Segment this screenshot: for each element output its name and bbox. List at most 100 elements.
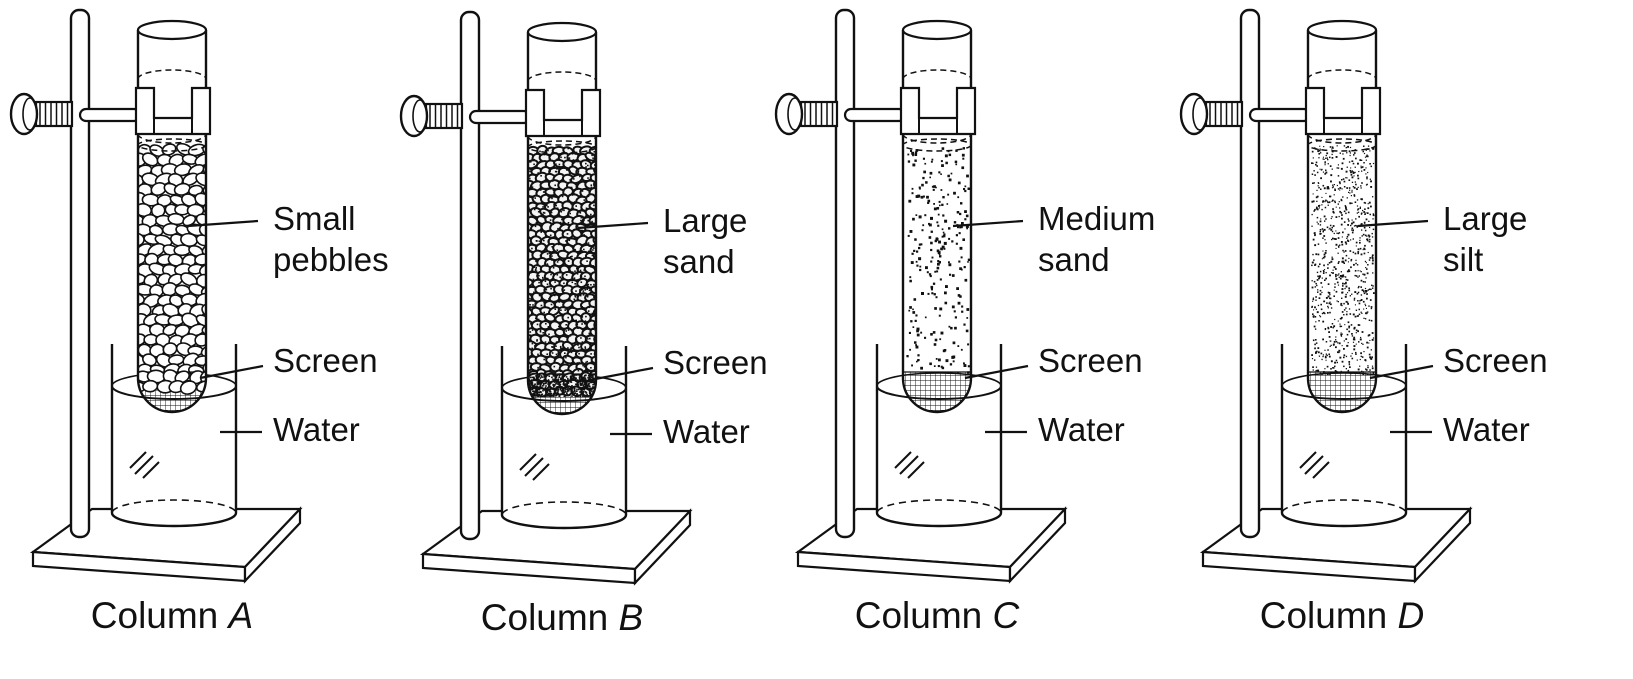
- stand-rod: [1239, 8, 1261, 539]
- beaker: [1280, 344, 1408, 528]
- water-label: Water: [663, 413, 750, 450]
- beaker-bottom-rim: [501, 501, 627, 529]
- glass-glint-2: [134, 455, 154, 475]
- glass-glint-1: [1299, 451, 1317, 469]
- base-plate-side: [633, 508, 692, 586]
- column-caption-letter: C: [993, 595, 1020, 636]
- tube-fill-large-silt: [1308, 138, 1376, 412]
- fill-material-label-line-2: pebbles: [273, 241, 389, 278]
- stand-rod: [69, 8, 91, 539]
- fill-material-label-line-1: Medium: [1038, 200, 1155, 237]
- fill-material-label-line-2: sand: [1038, 241, 1110, 278]
- beaker-body: [875, 344, 1003, 528]
- fill-material-label-line-1: Large: [663, 202, 747, 239]
- tube-fill-medium-sand: [903, 138, 971, 412]
- column-caption-word: Column: [91, 595, 229, 636]
- stand-rod: [834, 8, 856, 539]
- clamp-collar: [899, 86, 977, 136]
- screen-label: Screen: [1443, 342, 1548, 379]
- fill-material-label-line-2: silt: [1443, 241, 1483, 278]
- screen-leader-line: [964, 364, 1029, 380]
- tube-inner-rim: [1307, 69, 1377, 80]
- column-caption-letter: B: [619, 597, 644, 638]
- glass-glint-1: [894, 451, 912, 469]
- column-caption-word: Column: [481, 597, 619, 638]
- beaker-bottom-rim: [111, 499, 237, 527]
- beaker-bottom-rim: [876, 499, 1002, 527]
- column-caption: Column B: [481, 597, 643, 638]
- tube-inner-rim: [137, 69, 207, 80]
- beaker: [875, 344, 1003, 528]
- glass-glint-3: [532, 463, 550, 481]
- base-plate-side: [1413, 506, 1472, 584]
- fill-top-surface: [138, 138, 206, 152]
- clamp: [9, 86, 212, 144]
- water-label: Water: [273, 411, 360, 448]
- column-caption-word: Column: [1260, 595, 1398, 636]
- screw-shaft: [799, 100, 839, 128]
- glass-tube: [901, 30, 973, 414]
- glass-tube: [136, 30, 208, 414]
- beaker-body: [1280, 344, 1408, 528]
- glass-glint-3: [142, 461, 160, 479]
- screen-leader-line: [1369, 364, 1434, 380]
- clamp-collar: [134, 86, 212, 136]
- stand-rod: [459, 10, 481, 541]
- tube-opening: [901, 19, 973, 41]
- column-caption: Column A: [91, 595, 253, 636]
- tube-opening: [526, 21, 598, 43]
- clamp-collar: [1304, 86, 1382, 136]
- screw-shaft: [424, 102, 464, 130]
- glass-glint-1: [519, 453, 537, 471]
- column-caption: Column D: [1260, 595, 1425, 636]
- glass-glint-2: [899, 455, 919, 475]
- screen-label: Screen: [1038, 342, 1143, 379]
- column-caption-letter: D: [1398, 595, 1425, 636]
- fill-leader-line: [1357, 219, 1429, 228]
- glass-tube: [1306, 30, 1378, 414]
- glass-glint-3: [1312, 461, 1330, 479]
- clamp-lower-edge: [902, 133, 972, 144]
- base-plate-side: [1008, 506, 1067, 584]
- glass-tube: [526, 32, 598, 416]
- clamp-lower-edge: [527, 135, 597, 146]
- fill-material-label-line-1: Large: [1443, 200, 1527, 237]
- water-label: Water: [1038, 411, 1125, 448]
- clamp-collar: [524, 88, 602, 138]
- clamp-lower-edge: [1307, 133, 1377, 144]
- glass-glint-2: [1304, 455, 1324, 475]
- screw-shaft: [1204, 100, 1244, 128]
- glass-glint-3: [907, 461, 925, 479]
- screw-shaft: [34, 100, 74, 128]
- clamp-arm: [78, 107, 142, 123]
- tube-inner-rim: [902, 69, 972, 80]
- tube-opening: [1306, 19, 1378, 41]
- screen-label: Screen: [273, 342, 378, 379]
- clamp: [774, 86, 977, 144]
- base-plate-side: [243, 506, 302, 584]
- clamp-arm: [468, 109, 532, 125]
- clamp-arm: [1248, 107, 1312, 123]
- fill-top-surface: [1308, 138, 1376, 152]
- clamp: [399, 88, 602, 146]
- fill-leader-line: [952, 219, 1024, 228]
- clamp-arm: [843, 107, 907, 123]
- fill-top-surface: [903, 138, 971, 152]
- tube-opening: [136, 19, 208, 41]
- column-caption: Column C: [855, 595, 1020, 636]
- beaker-bottom-rim: [1281, 499, 1407, 527]
- fill-leader-line: [187, 219, 259, 228]
- fill-leader-line: [577, 221, 649, 230]
- water-label: Water: [1443, 411, 1530, 448]
- fill-material-label-line-2: sand: [663, 243, 735, 280]
- glass-glint-2: [524, 457, 544, 477]
